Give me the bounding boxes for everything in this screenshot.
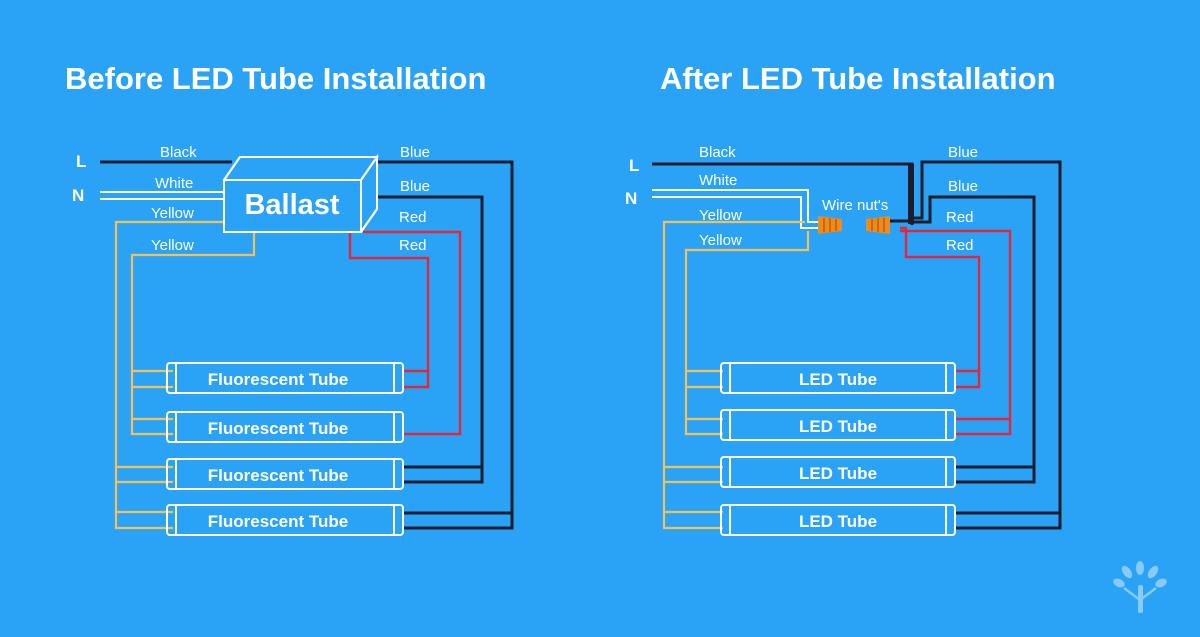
after-white-wire-b: [652, 196, 820, 229]
after-title: After LED Tube Installation: [660, 61, 1056, 96]
after-label-yellow-1: Yellow: [699, 207, 742, 224]
after-black-wire: [652, 162, 914, 225]
before-blue-wire-1: [376, 160, 514, 530]
after-tube-2-label: LED Tube: [799, 417, 877, 436]
before-label-yellow-2: Yellow: [151, 237, 194, 254]
before-red-wire-1: [348, 232, 430, 389]
wire-nuts-label: Wire nut's: [822, 197, 888, 214]
before-label-red-2: Red: [399, 237, 427, 254]
before-yellow-wire-2: [130, 232, 256, 436]
after-label-white: White: [699, 172, 737, 189]
before-line-n-label: N: [72, 186, 84, 205]
after-tube-1: LED Tube: [720, 362, 956, 394]
after-yellow-wire-2: [684, 231, 810, 436]
before-blue-wire-2: [376, 195, 484, 484]
before-tube-3: Fluorescent Tube: [166, 458, 404, 490]
before-tube-1: Fluorescent Tube: [166, 362, 404, 394]
after-tube-3-label: LED Tube: [799, 464, 877, 483]
after-label-blue-1: Blue: [948, 144, 978, 161]
after-tube-1-label: LED Tube: [799, 370, 877, 389]
ballast-label: Ballast: [244, 189, 339, 221]
before-tube-3-label: Fluorescent Tube: [208, 466, 348, 485]
wire-nut-left-icon: [818, 216, 842, 234]
after-blue-wire-1: [912, 160, 1062, 530]
after-label-red-2: Red: [946, 237, 974, 254]
after-blue-wire-2: [912, 195, 1036, 484]
after-line-n-label: N: [625, 189, 637, 208]
before-tube-4: Fluorescent Tube: [166, 504, 404, 536]
after-white-wire-a: [652, 189, 820, 223]
after-label-yellow-2: Yellow: [699, 232, 742, 249]
wire-nut-right-icon: [866, 216, 890, 234]
after-yellow-wire-1: [662, 220, 805, 530]
after-label-blue-2: Blue: [948, 178, 978, 195]
before-label-blue-2: Blue: [400, 178, 430, 195]
after-label-black: Black: [699, 144, 736, 161]
after-diagram: After LED Tube Installation L N: [625, 61, 1062, 536]
tree-logo-icon: [1113, 561, 1167, 613]
before-tube-4-label: Fluorescent Tube: [208, 512, 348, 531]
before-tube-1-label: Fluorescent Tube: [208, 370, 348, 389]
after-label-red-1: Red: [946, 209, 974, 226]
before-line-l-label: L: [76, 152, 86, 171]
before-yellow-wire-1: [114, 220, 226, 530]
before-tube-2-label: Fluorescent Tube: [208, 419, 348, 438]
after-tube-4: LED Tube: [720, 504, 956, 536]
after-red-wire-1: [900, 226, 981, 389]
before-label-blue-1: Blue: [400, 144, 430, 161]
after-tube-3: LED Tube: [720, 456, 956, 488]
before-title: Before LED Tube Installation: [65, 61, 486, 96]
before-label-red-1: Red: [399, 209, 427, 226]
before-label-yellow-1: Yellow: [151, 205, 194, 222]
before-diagram: Before LED Tube Installation L N: [65, 61, 514, 536]
before-label-white: White: [155, 175, 193, 192]
ballast-box: Ballast: [222, 153, 379, 234]
before-tube-2: Fluorescent Tube: [166, 411, 404, 443]
after-tube-4-label: LED Tube: [799, 512, 877, 531]
after-line-l-label: L: [629, 156, 639, 175]
before-red-wire-2: [363, 230, 462, 436]
before-label-black: Black: [160, 144, 197, 161]
after-red-wire-2: [900, 229, 1012, 436]
after-tube-2: LED Tube: [720, 409, 956, 441]
